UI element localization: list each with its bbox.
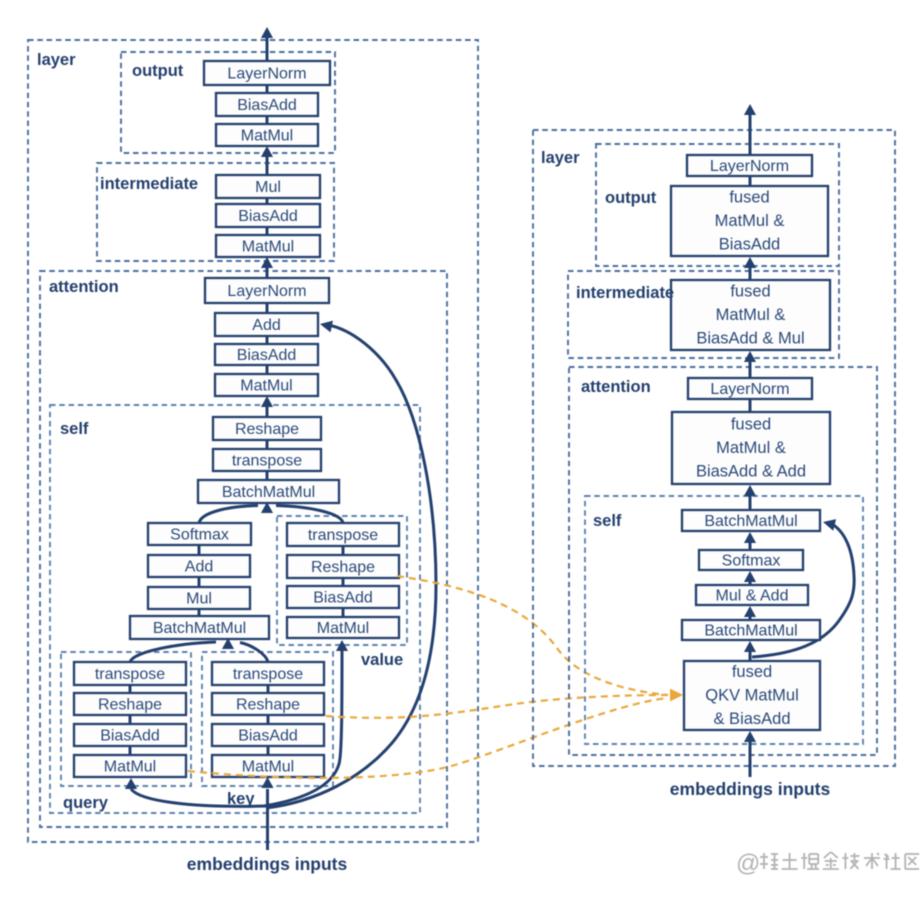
svg-text:MatMul: MatMul <box>241 128 293 145</box>
svg-text:embeddings inputs: embeddings inputs <box>670 779 831 799</box>
svg-text:fused: fused <box>732 663 772 681</box>
svg-text:BatchMatMul: BatchMatMul <box>704 513 797 530</box>
svg-text:MatMul &: MatMul & <box>715 212 785 230</box>
svg-text:BiasAdd: BiasAdd <box>238 208 298 225</box>
svg-text:BiasAdd & Add: BiasAdd & Add <box>696 463 806 481</box>
svg-text:output: output <box>132 62 184 80</box>
svg-text:BiasAdd: BiasAdd <box>237 347 297 364</box>
svg-text:self: self <box>60 420 89 438</box>
svg-text:transpose: transpose <box>233 666 303 683</box>
svg-text:transpose: transpose <box>232 453 302 470</box>
svg-text:BatchMatMul: BatchMatMul <box>153 620 246 637</box>
svg-text:@: @ <box>736 850 760 877</box>
svg-text:Add: Add <box>252 317 280 334</box>
svg-text:LayerNorm: LayerNorm <box>227 283 306 300</box>
svg-text:Softmax: Softmax <box>722 553 781 570</box>
svg-text:Reshape: Reshape <box>98 697 162 714</box>
svg-text:BiasAdd: BiasAdd <box>313 590 373 607</box>
svg-text:fused: fused <box>729 189 769 207</box>
svg-text:BiasAdd: BiasAdd <box>237 97 297 114</box>
svg-text:Softmax: Softmax <box>170 527 229 544</box>
svg-text:value: value <box>361 651 403 669</box>
svg-text:MatMul: MatMul <box>317 620 369 637</box>
svg-text:transpose: transpose <box>308 527 378 544</box>
svg-text:Reshape: Reshape <box>235 421 299 438</box>
svg-text:layer: layer <box>541 149 580 167</box>
svg-text:BatchMatMul: BatchMatMul <box>704 623 797 640</box>
svg-text:Add: Add <box>185 559 213 576</box>
svg-text:MatMul: MatMul <box>242 239 294 256</box>
svg-text:Reshape: Reshape <box>311 559 375 576</box>
svg-text:MatMul &: MatMul & <box>716 306 786 324</box>
svg-text:intermediate: intermediate <box>100 175 198 193</box>
svg-text:BiasAdd: BiasAdd <box>100 728 160 745</box>
svg-text:LayerNorm: LayerNorm <box>227 66 306 83</box>
svg-text:self: self <box>593 512 622 530</box>
svg-text:layer: layer <box>37 51 76 69</box>
svg-text:Mul: Mul <box>255 179 281 196</box>
svg-text:Mul: Mul <box>186 591 212 608</box>
svg-text:BiasAdd: BiasAdd <box>719 236 780 254</box>
svg-text:& BiasAdd: & BiasAdd <box>713 710 790 728</box>
svg-text:BatchMatMul: BatchMatMul <box>222 484 315 501</box>
svg-text:MatMul: MatMul <box>242 759 294 776</box>
svg-text:query: query <box>63 794 109 812</box>
svg-text:key: key <box>227 790 255 808</box>
svg-text:Mul & Add: Mul & Add <box>716 588 789 605</box>
svg-text:MatMul &: MatMul & <box>716 439 786 457</box>
svg-text:BiasAdd: BiasAdd <box>238 728 298 745</box>
svg-text:fused: fused <box>730 283 770 301</box>
svg-text:output: output <box>605 189 657 207</box>
svg-text:fused: fused <box>731 416 771 434</box>
svg-text:attention: attention <box>49 278 119 296</box>
svg-text:attention: attention <box>581 378 651 396</box>
svg-text:MatMul: MatMul <box>104 759 156 776</box>
svg-text:embeddings inputs: embeddings inputs <box>187 854 348 874</box>
svg-text:LayerNorm: LayerNorm <box>710 158 789 175</box>
svg-text:Reshape: Reshape <box>236 697 300 714</box>
svg-text:BiasAdd & Mul: BiasAdd & Mul <box>696 330 804 348</box>
svg-text:intermediate: intermediate <box>576 284 674 302</box>
svg-text:LayerNorm: LayerNorm <box>710 381 789 398</box>
svg-text:QKV MatMul: QKV MatMul <box>705 687 799 705</box>
svg-text:MatMul: MatMul <box>240 378 292 395</box>
svg-text:transpose: transpose <box>95 666 165 683</box>
